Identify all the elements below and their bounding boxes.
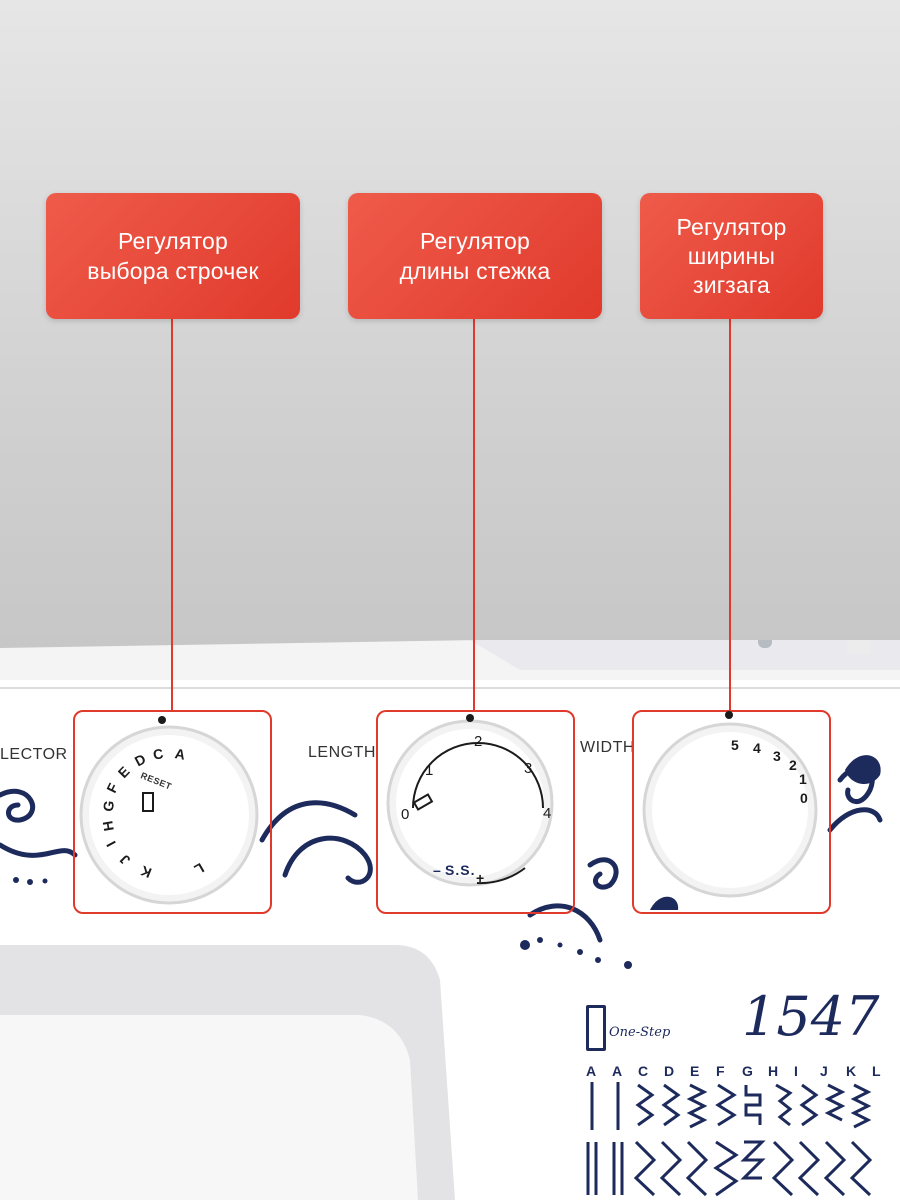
length-highlight-frame (376, 710, 575, 914)
model-number: 1547 (742, 985, 880, 1048)
stitch-chart-letter: G (742, 1063, 753, 1079)
stitch-chart-letter: F (716, 1063, 725, 1079)
selector-leader-line (171, 318, 173, 710)
selector-highlight-frame (73, 710, 272, 914)
one-step-buttonhole-icon (586, 1005, 606, 1051)
stitch-chart-letter: A (586, 1063, 597, 1079)
width-mark-2: 2 (789, 757, 797, 773)
stitch-chart-letter: C (638, 1063, 649, 1079)
length-minus: – (433, 862, 441, 878)
length-leader-line (473, 318, 475, 710)
width-indicator-dot (725, 711, 733, 719)
width-mark-4: 4 (753, 740, 761, 756)
stitch-chart-letter: H (768, 1063, 779, 1079)
selector-indicator-dot (158, 716, 166, 724)
stitch-chart-letter: J (820, 1063, 828, 1079)
stitch-chart-letter: A (612, 1063, 623, 1079)
length-mark-1: 1 (425, 762, 434, 779)
width-panel-label: WIDTH (580, 739, 635, 756)
stitch-pattern-chart (586, 1082, 873, 1197)
length-mark-4: 4 (543, 805, 552, 822)
length-mark-3: 3 (524, 760, 533, 777)
length-indicator-dot (466, 714, 474, 722)
width-mark-5: 5 (731, 737, 739, 753)
length-callout: Регулятор длины стежка (348, 193, 602, 319)
length-plus: + (476, 870, 485, 886)
buttonhole-icon (142, 792, 154, 812)
stitch-chart-letter: I (794, 1063, 798, 1079)
zigzag-width-dial[interactable] (640, 718, 830, 908)
width-mark-1: 1 (799, 771, 807, 787)
selector-callout-text: Регулятор выбора строчек (87, 228, 259, 284)
stitch-chart-letter: D (664, 1063, 675, 1079)
width-callout: Регулятор ширины зигзага (640, 193, 823, 319)
stitch-selector-dial[interactable] (73, 715, 268, 910)
width-leader-line (729, 318, 731, 710)
length-stretch-stitch: S.S. (445, 862, 476, 878)
stitch-chart-letter: L (872, 1063, 881, 1079)
stitch-chart-letter: K (846, 1063, 857, 1079)
stitch-chart-letter: E (690, 1063, 700, 1079)
width-callout-text: Регулятор ширины зигзага (676, 213, 787, 298)
stitch-length-dial[interactable] (385, 718, 555, 888)
selector-panel-label: LECTOR (0, 746, 68, 763)
length-callout-text: Регулятор длины стежка (399, 228, 551, 284)
selector-callout: Регулятор выбора строчек (46, 193, 300, 319)
length-mark-2: 2 (474, 733, 483, 750)
length-mark-0: 0 (401, 806, 410, 823)
one-step-label: One-Step (609, 1025, 671, 1040)
width-mark-0: 0 (800, 790, 808, 806)
length-panel-label: LENGTH (308, 744, 376, 761)
width-highlight-frame (632, 710, 831, 914)
width-mark-3: 3 (773, 748, 781, 764)
